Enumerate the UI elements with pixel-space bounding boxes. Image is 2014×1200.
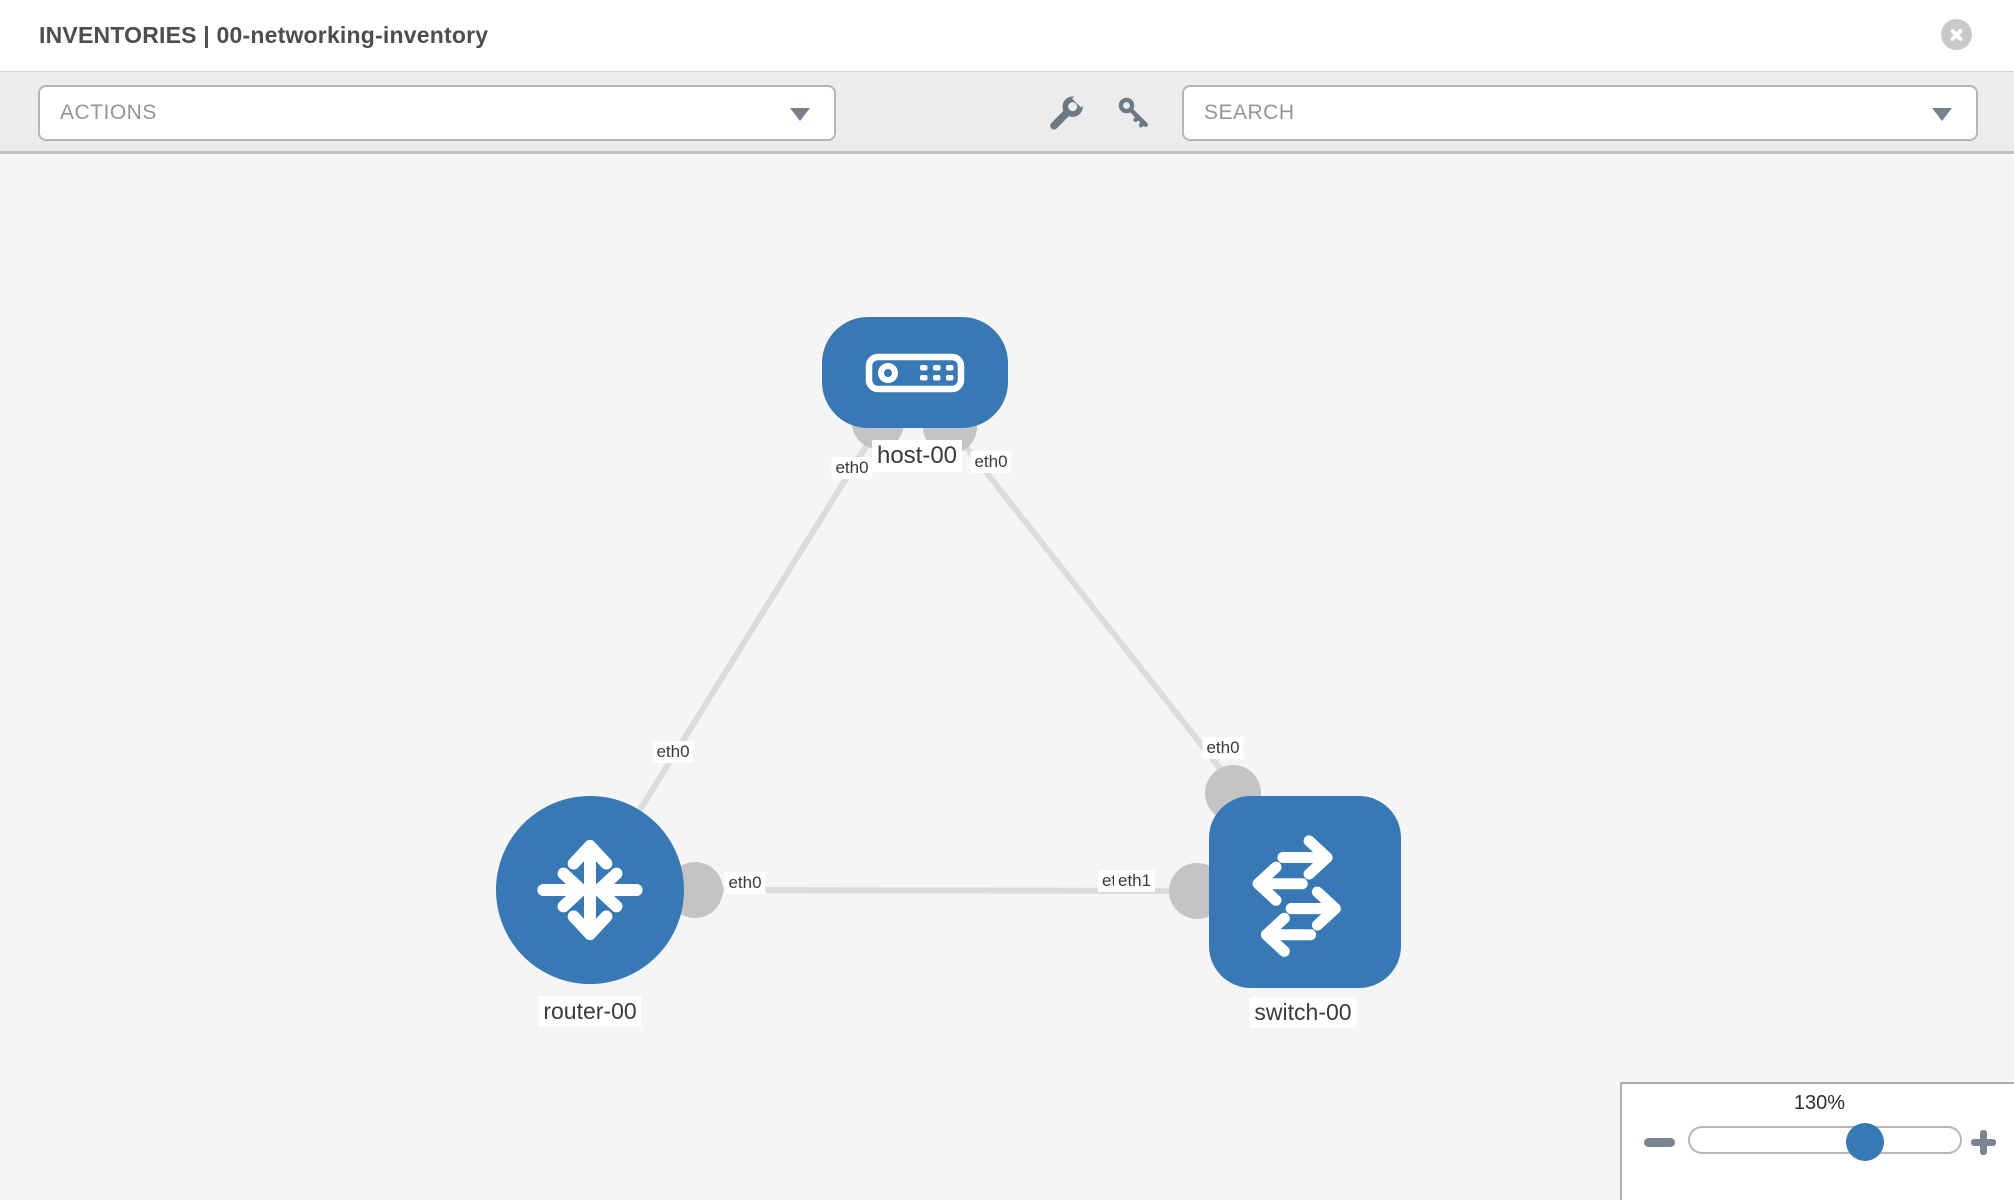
iface-label-router00-eth0-top: eth0 [652, 741, 694, 763]
close-button[interactable] [1941, 19, 1972, 50]
server-icon [865, 353, 965, 392]
node-host-00[interactable] [822, 317, 1008, 428]
toolbar: ACTIONS SEARCH [0, 72, 2014, 154]
iface-label-router00-eth0-right: eth0 [724, 872, 766, 894]
configure-button[interactable] [1038, 85, 1094, 141]
zoom-control-panel: 130% [1620, 1082, 2014, 1200]
link-host00-switch00[interactable] [945, 421, 1248, 803]
node-switch-00[interactable] [1209, 796, 1401, 988]
zoom-in-button[interactable] [1971, 1130, 1996, 1155]
zoom-slider-track[interactable] [1688, 1126, 1962, 1154]
node-router-00[interactable] [496, 796, 684, 984]
switch-arrows-icon [1252, 835, 1341, 957]
iface-label-host00-eth0-left: eth0 [831, 457, 873, 479]
chevron-down-icon [1932, 108, 1952, 121]
page-title: INVENTORIES | 00-networking-inventory [39, 22, 489, 48]
search-dropdown[interactable]: SEARCH [1182, 85, 1978, 141]
header-bar: INVENTORIES | 00-networking-inventory [0, 0, 2014, 72]
key-icon [1118, 97, 1148, 128]
zoom-slider-knob[interactable] [1846, 1123, 1884, 1161]
actions-dropdown[interactable]: ACTIONS [38, 85, 836, 141]
node-label-switch-00: switch-00 [1249, 997, 1357, 1028]
zoom-out-button[interactable] [1644, 1138, 1675, 1147]
chevron-down-icon [790, 108, 810, 121]
search-dropdown-label: SEARCH [1204, 101, 1295, 124]
node-label-host-00: host-00 [871, 440, 963, 472]
iface-label-host00-eth0-right: eth0 [970, 451, 1012, 473]
iface-label-switch00-eth0-top: eth0 [1202, 737, 1244, 759]
iface-label-switch00-eth1: eth1 [1114, 870, 1156, 892]
credentials-button[interactable] [1106, 85, 1162, 141]
wrench-icon [1050, 93, 1086, 130]
zoom-level-readout: 130% [1793, 1092, 1846, 1114]
actions-dropdown-label: ACTIONS [60, 101, 157, 124]
node-label-router-00: router-00 [538, 996, 642, 1027]
router-arrows-icon [537, 839, 643, 941]
